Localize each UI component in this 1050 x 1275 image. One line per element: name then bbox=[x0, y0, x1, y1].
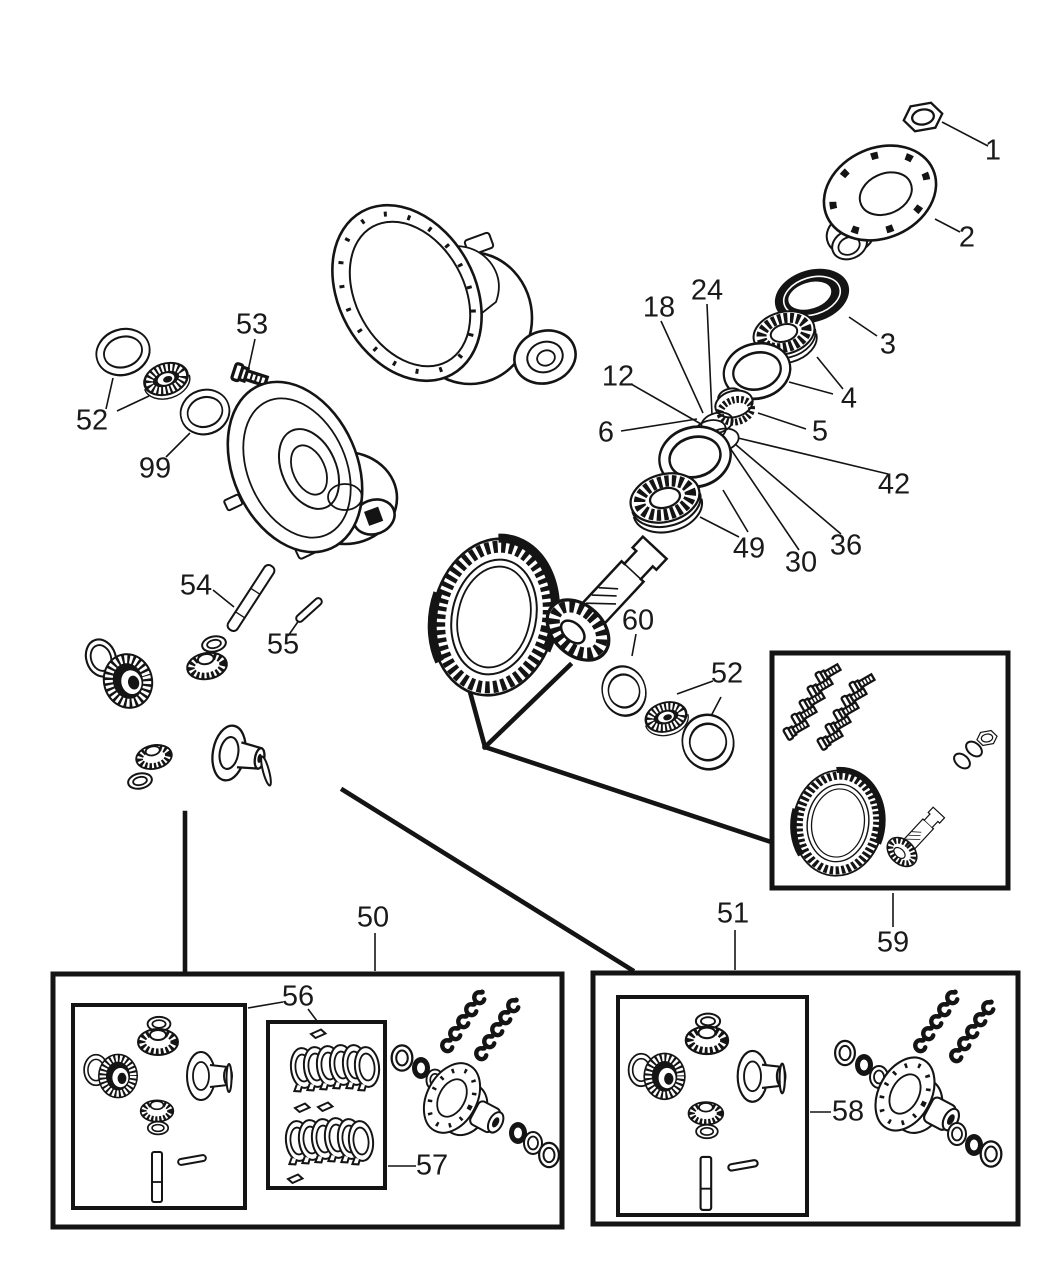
lock-pin bbox=[295, 597, 323, 623]
differential-case bbox=[331, 203, 577, 386]
callout-55-lock-pin: 55 bbox=[266, 628, 300, 661]
clutch-disc-pack-57 bbox=[282, 1028, 383, 1184]
callout-42: 42 bbox=[877, 468, 911, 501]
carrier-housing bbox=[223, 380, 399, 560]
callout-6: 6 bbox=[597, 416, 615, 449]
callout-18: 18 bbox=[642, 291, 676, 324]
callout-56-spider-kit: 56 bbox=[281, 980, 315, 1013]
callout-36: 36 bbox=[829, 529, 863, 562]
collapsible-spacer bbox=[595, 660, 653, 722]
group-leader-lines bbox=[182, 661, 771, 974]
spider-gear-kit-56-parts bbox=[84, 1017, 232, 1202]
callout-54-cross-shaft: 54 bbox=[179, 569, 213, 602]
kit-box-51 bbox=[590, 970, 1021, 1227]
callout-1-pinion-nut: 1 bbox=[984, 134, 1002, 167]
callout-2-pinion-flange: 2 bbox=[958, 221, 976, 254]
callout-99-seal: 99 bbox=[138, 452, 172, 485]
pinion-seal bbox=[774, 268, 850, 324]
callout-4-outer-bearing: 4 bbox=[840, 382, 858, 415]
callout-52-right-side-bearing: 52 bbox=[710, 657, 744, 690]
kit-box-56 bbox=[71, 1003, 247, 1210]
pinion-nut bbox=[900, 99, 946, 135]
spider-gear-kit-58-parts bbox=[629, 1014, 786, 1210]
kit-50-case-and-clips bbox=[390, 989, 561, 1169]
callout-24: 24 bbox=[690, 274, 724, 307]
callout-57-clutch-pack: 57 bbox=[415, 1149, 449, 1182]
callout-50-kit-box: 50 bbox=[356, 901, 390, 934]
callout-60-spacer: 60 bbox=[621, 604, 655, 637]
callout-30: 30 bbox=[784, 546, 818, 579]
bearing-spacer bbox=[714, 387, 756, 426]
kit-box-50 bbox=[50, 971, 565, 1230]
callout-12: 12 bbox=[601, 360, 635, 393]
callout-59-gear-set: 59 bbox=[876, 926, 910, 959]
callout-52-left-side-bearing: 52 bbox=[75, 404, 109, 437]
pinion-flange bbox=[822, 144, 938, 261]
axle-seal bbox=[173, 382, 237, 442]
callout-51-kit-box: 51 bbox=[716, 897, 750, 930]
kit-51-case-and-clips bbox=[833, 989, 1003, 1168]
spider-gear-cluster bbox=[80, 633, 272, 792]
callout-53-bolt: 53 bbox=[235, 308, 269, 341]
kit-box-58 bbox=[616, 995, 809, 1217]
kit-box-59 bbox=[769, 650, 1011, 891]
kit-box-57 bbox=[266, 1020, 387, 1190]
left-bearing-race bbox=[89, 321, 157, 384]
callout-5-bearing-spacer: 5 bbox=[811, 415, 829, 448]
callout-3-pinion-seal: 3 bbox=[879, 328, 897, 361]
ring-and-pinion-set bbox=[781, 660, 999, 882]
pinion-mate-cross-shaft bbox=[226, 564, 276, 632]
callout-49-inner-bearing: 49 bbox=[732, 532, 766, 565]
callout-58-spider-kit: 58 bbox=[831, 1095, 865, 1128]
callout-leader-lines bbox=[105, 121, 989, 1167]
